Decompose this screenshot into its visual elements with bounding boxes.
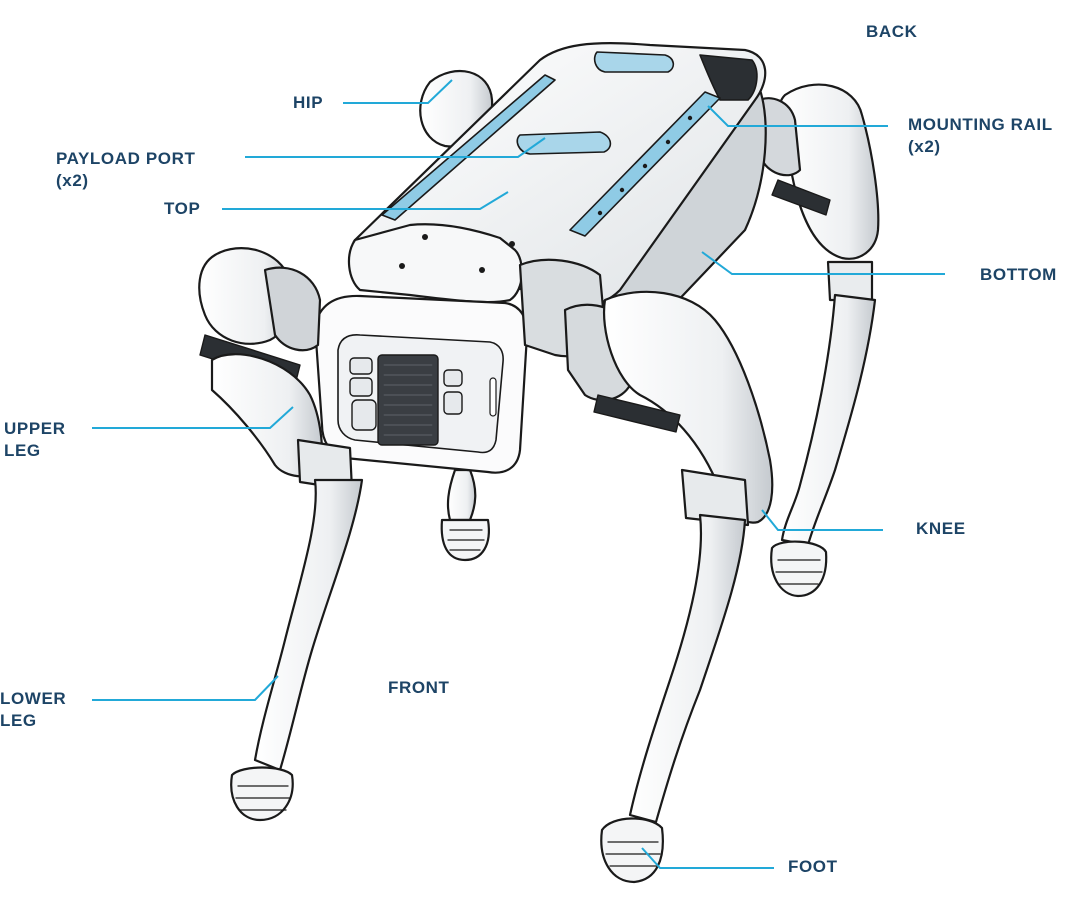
leader-lines	[92, 79, 945, 869]
leader-payload-port	[245, 137, 546, 158]
mounting-rail-left	[381, 74, 556, 221]
label-knee: KNEE	[916, 519, 966, 538]
label-payload-port: PAYLOAD PORT (x2)	[56, 149, 196, 190]
leader-foot	[641, 847, 774, 869]
back-left-leg	[419, 69, 494, 562]
robot-body	[313, 42, 767, 474]
label-top: TOP	[164, 199, 201, 218]
front-left-leg	[198, 247, 364, 822]
leader-upper-leg	[92, 406, 294, 429]
leader-lower-leg	[92, 675, 279, 701]
label-mounting-rail: MOUNTING RAIL (x2)	[908, 115, 1053, 156]
label-back: BACK	[866, 22, 918, 41]
front-right-leg	[563, 290, 774, 884]
leader-top	[222, 191, 509, 210]
leader-knee	[761, 509, 883, 531]
leader-mounting-rail	[707, 105, 888, 127]
label-foot: FOOT	[788, 857, 838, 876]
label-upper-leg: UPPER LEG	[4, 419, 66, 460]
payload-port-front	[516, 131, 612, 155]
label-bottom: BOTTOM	[980, 265, 1057, 284]
label-hip: HIP	[293, 93, 324, 112]
back-right-leg	[758, 83, 880, 598]
label-front: FRONT	[388, 678, 450, 697]
payload-port-rear	[593, 51, 675, 73]
leader-hip	[343, 79, 453, 104]
label-lower-leg: LOWER LEG	[0, 689, 67, 730]
leader-bottom	[701, 251, 945, 275]
